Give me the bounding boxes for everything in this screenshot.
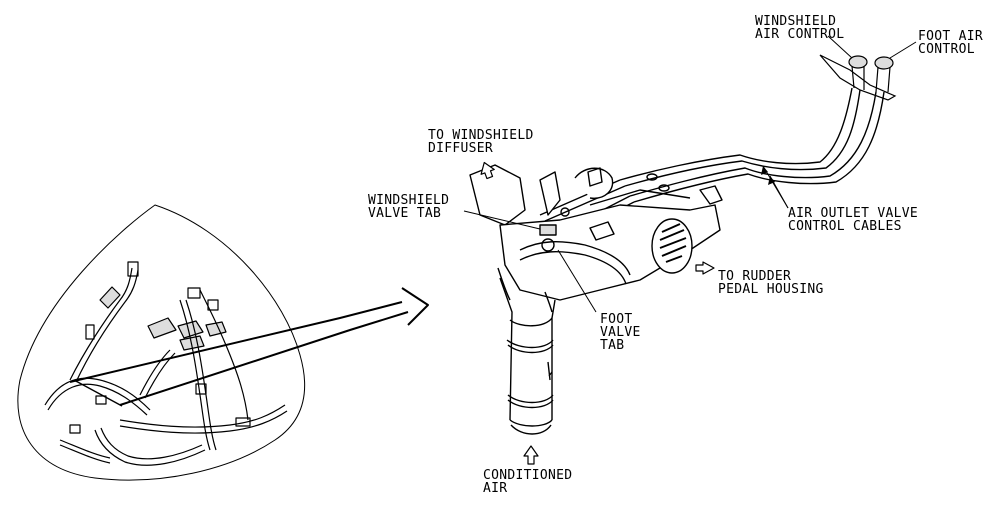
cockpit-nose-view <box>17 204 306 481</box>
label-to-rudder-pedal-housing: TO RUDDER PEDAL HOUSING <box>718 269 824 297</box>
control-knob-panel <box>819 54 897 101</box>
arrow-conditioned-air <box>523 445 539 465</box>
flow-arrows <box>480 161 715 465</box>
conditioned-air-duct <box>499 277 556 435</box>
leader-lines <box>463 35 917 313</box>
label-windshield-valve-tab: WINDSHIELD VALVE TAB <box>368 193 450 221</box>
label-to-windshield-diffuser: TO WINDSHIELD DIFFUSER <box>428 128 534 156</box>
air-outlet-valve-assembly <box>469 164 723 313</box>
label-foot-air-control: FOOT AIR CONTROL <box>918 29 984 57</box>
label-air-outlet-valve-control-cables: AIR OUTLET VALVE CONTROL CABLES <box>788 206 919 234</box>
cockpit-duct-network <box>44 261 288 466</box>
arrow-to-rudder-pedal <box>695 261 715 275</box>
label-windshield-air-control: WINDSHIELD AIR CONTROL <box>755 14 845 42</box>
cable-callout-arrowheads <box>761 166 775 185</box>
label-conditioned-air: CONDITIONED AIR <box>483 468 573 496</box>
label-foot-valve-tab: FOOT VALVE TAB <box>600 312 641 353</box>
arrow-to-windshield-diffuser <box>480 161 495 180</box>
callout-arrows <box>69 287 429 407</box>
